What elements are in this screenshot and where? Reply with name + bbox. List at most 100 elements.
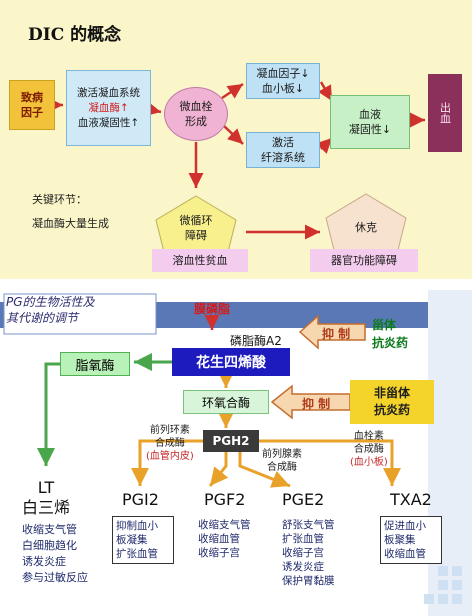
enzyme-txa-line: 血栓素 bbox=[353, 431, 384, 442]
micro-line: 微循环 bbox=[179, 214, 213, 227]
pge2-effect: 保护胃黏膜 bbox=[282, 575, 335, 587]
lt-effect: 诱发炎症 bbox=[22, 555, 66, 568]
coag-box: 血液 凝固性↓ bbox=[330, 95, 410, 149]
pgh2-box: PGH2 bbox=[203, 430, 259, 452]
inhibit-label-2: 抑 制 bbox=[302, 397, 331, 411]
deco-panel bbox=[428, 290, 472, 616]
micro-label: 微循环 障碍 bbox=[166, 208, 226, 248]
pge2-label: PGE2 bbox=[282, 490, 325, 509]
pgi2-effect: 板凝集 bbox=[116, 534, 148, 546]
enzyme-pge-line: 合成酶 bbox=[267, 462, 297, 473]
coag-line: 血液 bbox=[359, 108, 381, 121]
enzyme-pge-line: 前列腺素 bbox=[262, 449, 302, 460]
thrombus-ellipse: 微血栓 形成 bbox=[164, 87, 228, 141]
pgi2-effects: 抑制血小 板凝集 扩张血管 bbox=[112, 516, 174, 564]
arrow-thrombus-factor bbox=[221, 82, 244, 100]
pgi2-label: PGI2 bbox=[122, 490, 159, 509]
pge2-effect: 舒张支气管 bbox=[282, 519, 335, 531]
organ-box: 器官功能障碍 bbox=[310, 249, 418, 272]
enzyme-pgi-line: 前列环素 bbox=[149, 425, 190, 436]
key-note: 关键环节： 凝血酶大量生成 bbox=[32, 188, 109, 236]
arrow-pgh2-txa2 bbox=[259, 439, 401, 486]
factor-line: 血小板↓ bbox=[261, 82, 305, 95]
lt-name: 白三烯 bbox=[22, 498, 71, 517]
pgf2-effects: 收缩支气管 收缩血管 收缩子宫 bbox=[198, 518, 251, 560]
txa2-label: TXA2 bbox=[390, 490, 432, 509]
page-title: DIC 的概念 bbox=[28, 25, 122, 45]
inhibit-label-1: 抑 制 bbox=[322, 327, 351, 341]
pg-title-line: 其代谢的调节 bbox=[6, 311, 79, 325]
pgi2-effect: 抑制血小 bbox=[116, 520, 158, 532]
arachidonic-acid-box: 花生四烯酸 bbox=[172, 348, 290, 376]
shock-label: 休克 bbox=[355, 220, 377, 234]
cox-box: 环氧合酶 bbox=[183, 390, 269, 414]
enzyme-txa-site: (血小板) bbox=[350, 457, 388, 468]
pge2-effect: 收缩子宫 bbox=[282, 547, 324, 559]
pg-title: PG的生物活性及 其代谢的调节 bbox=[6, 294, 95, 326]
key-note-line: 凝血酶大量生成 bbox=[32, 217, 109, 230]
txa2-effects: 促进血小 板聚集 收缩血管 bbox=[380, 516, 442, 564]
fibrin-line: 激活 bbox=[272, 136, 294, 149]
pg-decor-and-arrows bbox=[0, 290, 472, 616]
nsaid-line: 非甾体 bbox=[373, 386, 410, 400]
anemia-box: 溶血性贫血 bbox=[152, 249, 248, 272]
arrow-pgh2-pge2 bbox=[238, 452, 291, 488]
arrow-lipox-lt bbox=[37, 362, 60, 466]
key-note-line: 关键环节： bbox=[32, 193, 87, 206]
lt-effect: 参与过敏反应 bbox=[22, 571, 88, 584]
activate-line-thrombin: 凝血酶↑ bbox=[88, 101, 129, 114]
pgf2-effect: 收缩血管 bbox=[198, 533, 240, 545]
pgf2-effect: 收缩子宫 bbox=[198, 547, 240, 559]
arrow-thrombus-fibrin bbox=[223, 125, 244, 145]
fibrin-box: 激活 纤溶系统 bbox=[246, 132, 320, 168]
thrombus-line: 形成 bbox=[185, 115, 207, 128]
pla2-label: 磷脂酶A2 bbox=[230, 334, 282, 348]
cause-line: 致病 bbox=[21, 91, 43, 104]
nsaid-box: 非甾体 抗炎药 bbox=[350, 380, 434, 424]
lt-abbr: LT bbox=[37, 478, 55, 497]
title-box-frame bbox=[3, 293, 157, 335]
membrane-label: 膜磷脂 bbox=[194, 302, 231, 316]
lt-title: LT 白三烯 bbox=[22, 478, 70, 518]
txa2-effect: 收缩血管 bbox=[384, 548, 426, 560]
enzyme-pge: 前列腺素 合成酶 bbox=[262, 448, 302, 474]
enzyme-txa: 血栓素 合成酶 (血小板) bbox=[350, 430, 388, 469]
coag-line: 凝固性↓ bbox=[348, 123, 392, 136]
pg-metabolism-panel: PG的生物活性及 其代谢的调节 膜磷脂 磷脂酶A2 抑 制 甾体 抗炎药 脂氧酶… bbox=[0, 290, 472, 616]
pge2-effect: 扩张血管 bbox=[282, 533, 324, 545]
pgf2-label: PGF2 bbox=[204, 490, 246, 509]
lipoxygenase-box: 脂氧酶 bbox=[60, 352, 130, 376]
fibrin-line: 纤溶系统 bbox=[261, 151, 305, 164]
arrow-pgh2-pgf2 bbox=[208, 452, 229, 487]
factor-box: 凝血因子↓ 血小板↓ bbox=[246, 63, 320, 99]
inhibit-arrow-1 bbox=[298, 314, 366, 350]
pg-title-line: PG的生物活性及 bbox=[6, 295, 95, 309]
enzyme-pgi-site: (血管内皮) bbox=[146, 451, 194, 462]
arrow-activate-thrombus bbox=[144, 101, 162, 117]
activate-box: 激活凝血系统 凝血酶↑ 血液凝固性↑ bbox=[66, 70, 151, 146]
pgf2-effect: 收缩支气管 bbox=[198, 519, 251, 531]
lt-effect: 收缩支气管 bbox=[22, 523, 77, 536]
lt-effect: 白细胞趋化 bbox=[22, 539, 77, 552]
enzyme-pgi: 前列环素 合成酶 (血管内皮) bbox=[146, 424, 194, 463]
pge2-effect: 诱发炎症 bbox=[282, 561, 324, 573]
bleed-box: 出血 bbox=[428, 74, 462, 152]
pge2-effects: 舒张支气管 扩张血管 收缩子宫 诱发炎症 保护胃黏膜 bbox=[282, 518, 335, 588]
cause-box: 致病 因子 bbox=[9, 80, 55, 130]
txa2-effect: 板聚集 bbox=[384, 534, 416, 546]
factor-line: 凝血因子↓ bbox=[256, 67, 310, 80]
arrow-pgh2-pgi2 bbox=[131, 439, 203, 486]
pgi2-effect: 扩张血管 bbox=[116, 548, 158, 560]
activate-line: 激活凝血系统 bbox=[77, 86, 140, 99]
cause-line: 因子 bbox=[21, 106, 43, 119]
enzyme-pgi-line: 合成酶 bbox=[154, 438, 185, 449]
thrombus-line: 微血栓 bbox=[179, 100, 213, 113]
activate-line: 血液凝固性↑ bbox=[77, 116, 140, 129]
txa2-effect: 促进血小 bbox=[384, 520, 426, 532]
deco-squares bbox=[424, 566, 462, 604]
steroid-line: 甾体 bbox=[372, 318, 397, 332]
nsaid-line: 抗炎药 bbox=[373, 403, 410, 417]
steroid-line: 抗炎药 bbox=[372, 336, 409, 350]
micro-line: 障碍 bbox=[185, 229, 207, 242]
steroid-label: 甾体 抗炎药 bbox=[372, 316, 408, 352]
